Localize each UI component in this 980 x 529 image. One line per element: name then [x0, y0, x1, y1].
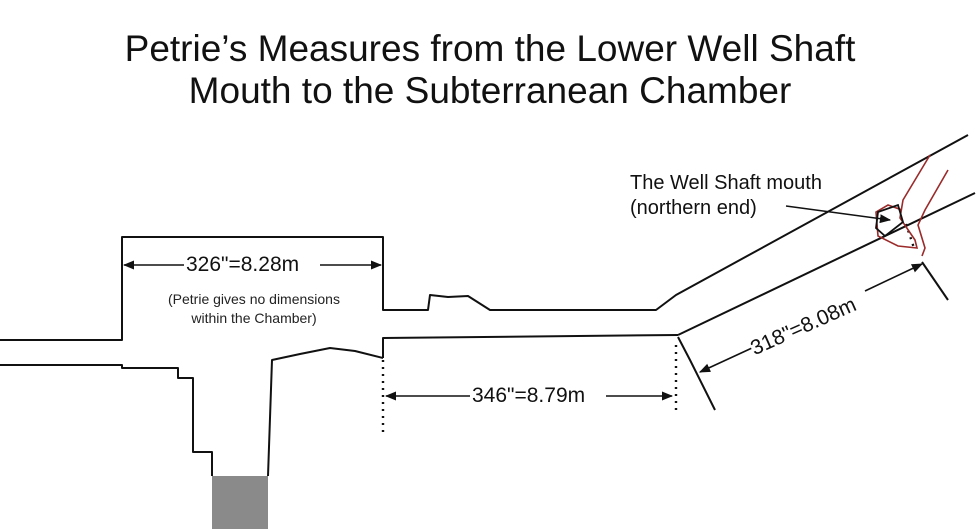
well-shaft-outline [875, 154, 949, 257]
passage-length-label: 346"=8.79m [472, 384, 586, 408]
chamber-upper-outline [0, 134, 969, 341]
descending-passage-continuation [677, 336, 716, 411]
well-shaft-mouth-marker [875, 203, 905, 238]
descending-length-arrow-upper [864, 263, 924, 292]
well-mouth-line-1: The Well Shaft mouth [630, 172, 822, 194]
chamber-floor-outline [0, 364, 213, 476]
descending-length-arrow-lower [698, 347, 753, 373]
title-line-2: Mouth to the Subterranean Chamber [188, 70, 792, 111]
chamber-note-line-1: (Petrie gives no dimensions [168, 291, 340, 307]
well-mouth-line-2: (northern end) [630, 197, 757, 219]
chamber-note-line-2: within the Chamber) [191, 310, 317, 326]
chamber-floor-step [178, 377, 194, 390]
title-line-1: Petrie’s Measures from the Lower Well Sh… [124, 28, 856, 69]
reference-line-well [904, 223, 916, 249]
well-area-line [921, 261, 949, 301]
chamber-width-label: 326"=8.28m [186, 253, 300, 277]
descending-passage-floor [677, 192, 976, 336]
chamber-note: (Petrie gives no dimensions within the C… [130, 290, 378, 328]
well-mouth-note: The Well Shaft mouth (northern end) [630, 171, 822, 221]
chamber-floor-right [267, 347, 384, 477]
well-mouth-pointer-arrow [785, 205, 892, 224]
subterranean-pit [212, 476, 268, 529]
diagram-title: Petrie’s Measures from the Lower Well Sh… [0, 28, 980, 112]
horizontal-passage-floor [382, 334, 679, 358]
